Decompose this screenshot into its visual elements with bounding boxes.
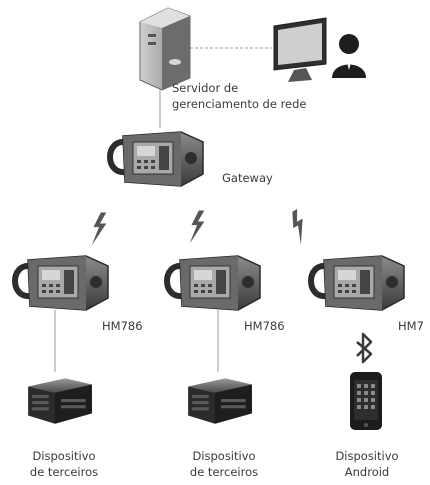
device-label-1: Dispositivo de terceiros [30,448,98,480]
bluetooth-icon [356,332,373,364]
device-label-1-line2: de terceiros [29,465,99,479]
monitor-icon [273,17,327,82]
box-device-icon [28,378,92,424]
lightning-icon [189,210,205,244]
device-label-3: Dispositivo Android [335,448,398,480]
device-label-3-line1: Dispositivo [335,449,399,463]
lightning-icon [284,209,314,245]
device-label-1-line1: Dispositivo [32,449,96,463]
device-label-3-line2: Android [344,465,390,479]
radio-label-3: HM7 [398,319,424,333]
server-label-line2: gerenciamento de rede [172,97,307,111]
user-icon [332,34,366,78]
radio-label-1: HM786 [102,319,143,333]
server-icon [139,7,191,91]
device-label-2: Dispositivo de terceiros [190,448,258,480]
server-label-line1: Servidor de [172,81,239,95]
radio-icon [15,256,108,310]
lightning-icon [91,212,107,246]
radio-icon [167,256,260,310]
radio-icon [311,256,404,310]
device-label-2-line1: Dispositivo [192,449,256,463]
gateway-radio-icon [110,132,203,186]
device-label-2-line2: de terceiros [189,465,259,479]
connection-lines [54,47,272,372]
smartphone-icon [350,372,382,430]
server-label: Servidor de gerenciamento de rede [172,80,307,112]
gateway-label: Gateway [222,171,273,185]
radio-label-2: HM786 [244,319,285,333]
box-device-icon [188,378,252,424]
